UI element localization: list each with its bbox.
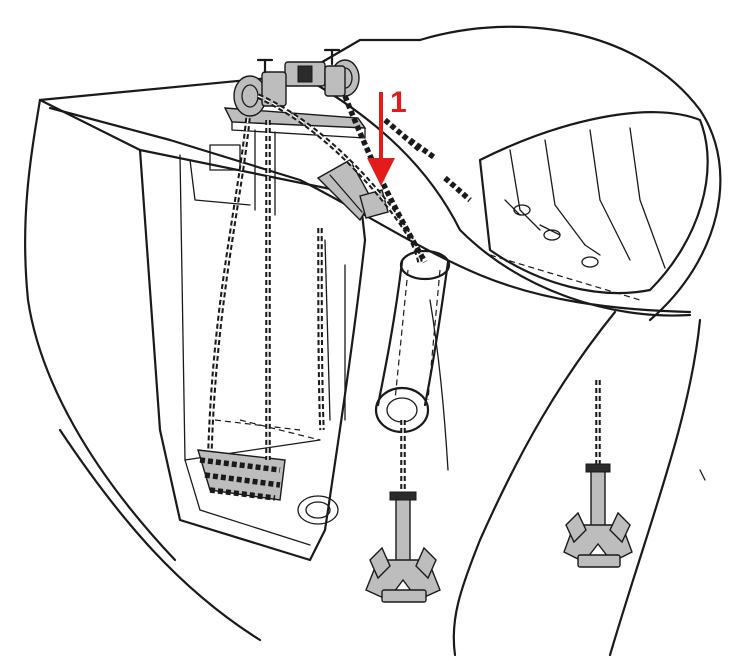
hull-outline: [23, 25, 722, 657]
chain-locker: [138, 144, 367, 562]
anchor-port: [365, 491, 441, 603]
callout-label: 1: [390, 86, 407, 119]
bow-frames: [478, 111, 709, 301]
windlass-icon: [223, 48, 367, 216]
anchor-chains: [207, 93, 601, 500]
chain-stopper-icon: [316, 159, 389, 222]
callout-arrow: 1: [367, 86, 407, 186]
anchor-starboard: [563, 463, 633, 568]
hawse-pipe-icon: [374, 249, 451, 434]
anchor-icon: [365, 463, 633, 603]
drain-hole: [297, 495, 339, 525]
